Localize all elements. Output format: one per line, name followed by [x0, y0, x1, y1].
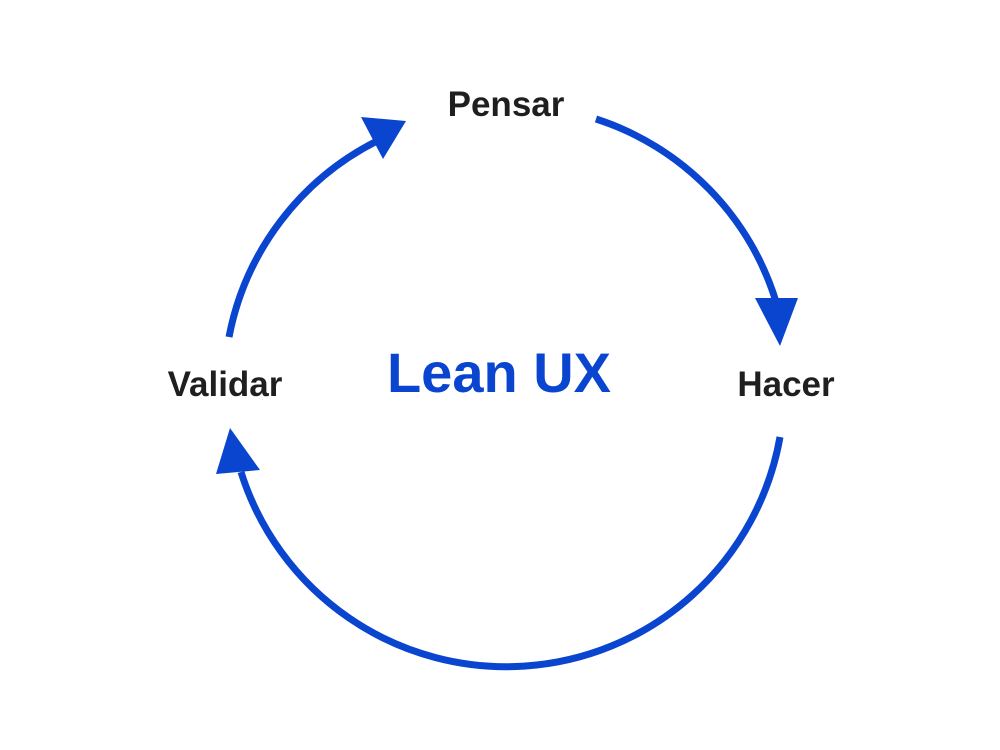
stage-label-validar: Validar	[168, 365, 283, 404]
arc-hacer-to-validar	[237, 436, 784, 671]
arrow-head-right-icon	[361, 117, 406, 159]
arrow-head-down-icon	[755, 298, 798, 346]
arc-pensar-to-hacer	[594, 115, 781, 306]
arrow-head-up-icon	[216, 428, 260, 474]
stage-label-hacer: Hacer	[737, 365, 835, 404]
stage-label-pensar: Pensar	[448, 85, 565, 124]
center-title: Lean UX	[387, 341, 611, 404]
arc-validar-to-pensar	[225, 137, 379, 338]
